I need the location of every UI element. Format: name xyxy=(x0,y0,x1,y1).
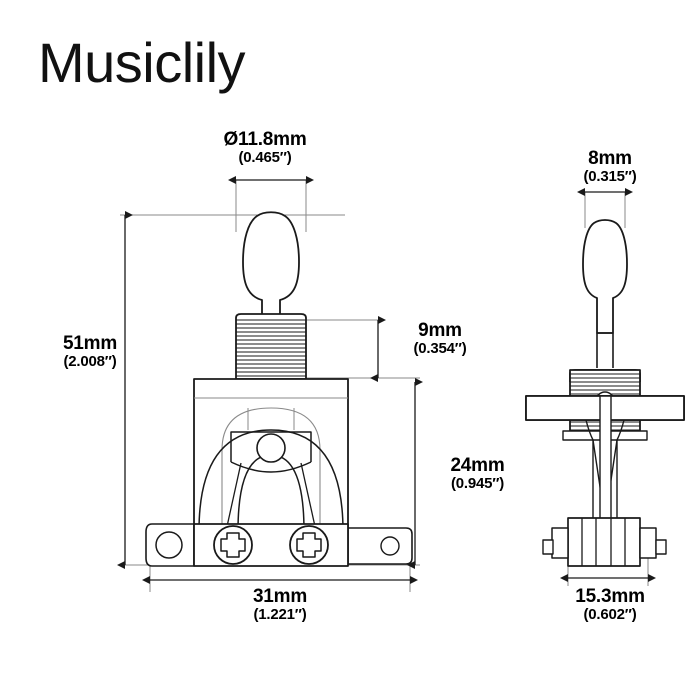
dimension-value-inch: (0.602″) xyxy=(583,606,637,624)
dimension-value-inch: (0.354″) xyxy=(413,340,467,358)
dimension-value-mm: 8mm xyxy=(588,148,632,169)
dimension-lines xyxy=(117,176,656,584)
dimension-value-inch: (0.465″) xyxy=(238,149,292,167)
terminal-pin-right xyxy=(655,539,667,555)
lever-plateau xyxy=(230,431,312,462)
body-inner-cavity xyxy=(221,407,321,532)
dimension-label-knob-width-side: 8mm (0.315″) xyxy=(560,148,660,186)
dimension-value-inch: (0.945″) xyxy=(450,475,505,493)
threaded-barrel-front xyxy=(235,313,307,380)
knob-stem-side xyxy=(596,333,614,368)
dimension-label-total-height: 51mm (2.008″) xyxy=(30,333,150,371)
mounting-wing-right xyxy=(347,527,413,565)
dimension-value-mm: 15.3mm xyxy=(575,586,645,607)
dimension-label-body-height: 24mm (0.945″) xyxy=(425,455,530,493)
dimension-value-inch: (0.315″) xyxy=(583,168,637,186)
phillips-screw-right xyxy=(289,525,329,565)
terminal-block-side xyxy=(567,517,641,567)
brand-title: Musiclily xyxy=(38,31,246,94)
dimension-value-inch: (2.008″) xyxy=(63,353,117,371)
terminal-pin-left xyxy=(542,539,554,555)
dimension-value-mm: 9mm xyxy=(418,320,462,341)
pivot-hole-front xyxy=(256,433,286,463)
dimension-value-mm: Ø11.8mm xyxy=(223,129,307,150)
dimension-value-mm: 51mm xyxy=(62,333,118,354)
dimension-value-mm: 24mm xyxy=(450,455,505,476)
dimension-label-plate-width: 31mm (1.221″) xyxy=(220,586,340,624)
terminal-tab-right xyxy=(639,527,657,559)
mounting-hole-right xyxy=(380,536,400,556)
phillips-screw-left xyxy=(213,525,253,565)
center-post-side xyxy=(599,395,612,521)
knob-side xyxy=(582,219,628,334)
mounting-hole-left xyxy=(155,531,183,559)
front-view-assembly xyxy=(145,211,413,567)
dimension-label-terminal-width: 15.3mm (0.602″) xyxy=(545,586,675,624)
dimension-value-inch: (1.221″) xyxy=(253,606,307,624)
side-view-assembly xyxy=(525,219,685,567)
thread-lines-front xyxy=(236,319,306,377)
lever-outer-arch xyxy=(198,429,344,532)
dimension-label-thread-length: 9mm (0.354″) xyxy=(390,320,490,358)
dimension-value-mm: 31mm xyxy=(252,586,308,607)
knob-front xyxy=(242,211,300,346)
dimension-label-knob-diameter: Ø11.8mm (0.465″) xyxy=(190,129,340,167)
terminal-tab-left xyxy=(551,527,569,559)
lever-plateau-base xyxy=(230,461,312,473)
